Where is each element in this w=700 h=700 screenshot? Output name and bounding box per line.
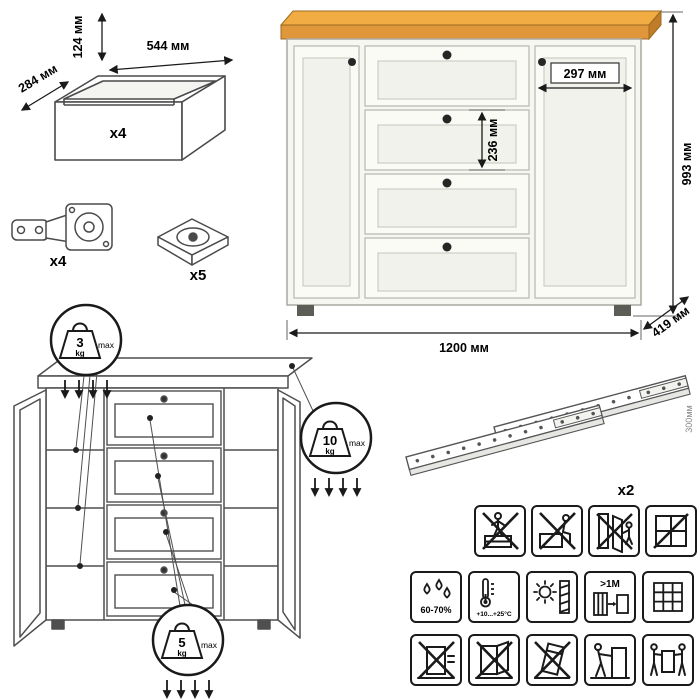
load-point-dots: [73, 363, 295, 593]
drawer-box-figure: 124 мм 544 мм 284 мм x4: [16, 12, 234, 161]
humidity-value: 60-70%: [420, 605, 451, 615]
drawer-slides-figure: x2 300мм: [405, 374, 694, 499]
drawer-2-knob: [442, 114, 452, 124]
warning-icons-row-1: [474, 505, 697, 557]
drawer-load-arrows: [162, 680, 214, 700]
cabinet-foot-left: [297, 305, 314, 316]
drawer-count-label: x4: [110, 125, 127, 142]
drawer-3-knob: [442, 178, 452, 188]
door-width-label-box: [550, 62, 620, 84]
drawer-depth-arrow: [20, 81, 70, 111]
hinge-figure: x4: [11, 203, 113, 270]
cabinet-drawer-3: [364, 173, 530, 235]
cabinet-right-door: [534, 45, 636, 299]
warning-icons-row-3: [410, 634, 694, 686]
two-person-carry-icon: [642, 634, 694, 686]
hinge-icon: [11, 203, 113, 251]
drawer-width-arrow: [108, 56, 234, 74]
cabinet-figure: 297 мм 236 мм 993 мм 1200 мм 419 мм: [279, 9, 694, 355]
window-restriction-icon: [645, 505, 697, 557]
push-carefully-icon: [584, 634, 636, 686]
cabinet-wood-top: [279, 9, 663, 41]
no-dragging-icon: [410, 634, 462, 686]
heat-distance-icon: >1M: [584, 571, 636, 623]
foot-icon: [157, 218, 229, 266]
shelf-load-max: max: [98, 340, 115, 350]
temperature-value: +10...+25°C: [476, 610, 512, 618]
top-load-badge: 10 kg max: [299, 401, 373, 498]
top-load-unit: kg: [325, 447, 334, 456]
slide-length-label: 300мм: [684, 405, 694, 432]
drawer-load-value: 5: [178, 635, 185, 650]
drawer-box-drawing: [54, 75, 226, 161]
lattice-icon: [642, 571, 694, 623]
drawer-load-badge: 5 kg max: [151, 603, 225, 700]
foot-figure: x5: [157, 218, 229, 283]
shelf-load-badge: 3 kg max: [49, 303, 123, 400]
no-sitting-icon: [531, 505, 583, 557]
door-width-label: 297 мм: [564, 67, 607, 81]
door-swing-warning-icon: [588, 505, 640, 557]
humidity-icon: 60-70%: [410, 571, 462, 623]
cabinet-left-door: [293, 45, 360, 299]
cabinet-height-label: 993 мм: [680, 143, 694, 186]
cabinet-depth-arrow: [642, 296, 690, 330]
right-door-knob: [538, 58, 546, 66]
open-right-door: [277, 389, 301, 639]
hinge-count-label: x4: [50, 253, 67, 270]
open-left-door: [13, 389, 47, 647]
top-load-value: 10: [323, 433, 337, 448]
temperature-icon: +10...+25°C: [468, 571, 520, 623]
drawer-load-unit: kg: [177, 649, 186, 658]
cabinet-drawer-4: [364, 237, 530, 299]
no-standing-icon: [474, 505, 526, 557]
shelf-load-unit: kg: [75, 349, 84, 358]
shelf-load-arrows: [60, 380, 112, 400]
top-load-max: max: [349, 438, 366, 448]
cabinet-drawer-1: [364, 45, 530, 107]
drawer-1-knob: [442, 50, 452, 60]
sunlight-icon: [526, 571, 578, 623]
open-cabinet-figure: 3 kg max 10 kg max: [13, 303, 373, 700]
slide-rail-front: [405, 404, 605, 477]
drawer-load-max: max: [201, 640, 218, 650]
drawer-front-height-label: 236 мм: [486, 119, 500, 162]
cabinet-width-label: 1200 мм: [439, 341, 489, 355]
left-door-knob: [348, 58, 356, 66]
top-load-arrows: [310, 478, 362, 498]
load-leader-lines: [75, 367, 315, 608]
foot-count-label: x5: [190, 267, 207, 283]
shelf-load-value: 3: [76, 335, 83, 350]
slides-count-label: x2: [618, 482, 635, 499]
no-tilting-icon: [526, 634, 578, 686]
drawer-height-label: 124 мм: [71, 16, 85, 59]
drawer-width-label: 544 мм: [147, 39, 190, 53]
drawer-4-knob: [442, 242, 452, 252]
min-distance-value: >1M: [600, 579, 620, 590]
cabinet-drawer-2: [364, 109, 530, 171]
cabinet-foot-right: [614, 305, 631, 316]
warning-icons-row-2: 60-70% +10...+25°C: [410, 571, 694, 623]
no-moving-open-icon: [468, 634, 520, 686]
